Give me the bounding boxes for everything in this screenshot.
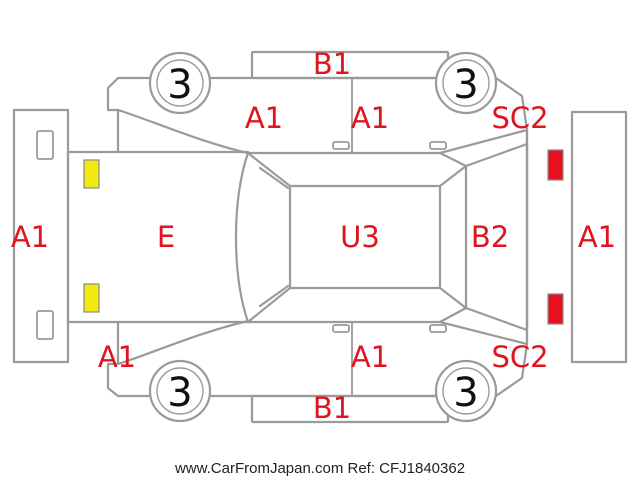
code-rear-quarter-bottom: SC2 [491, 340, 548, 374]
code-roof-rail-bottom: B1 [313, 391, 351, 425]
code-rear-window: B2 [471, 220, 509, 254]
rear-light-top [547, 149, 564, 181]
code-hood: E [157, 220, 175, 254]
code-front-door-top: A1 [245, 101, 283, 135]
tyre-front-right [148, 359, 212, 423]
tyre-rear-right [434, 359, 498, 423]
code-front-fender-bottom: A1 [98, 340, 136, 374]
tyre-front-right-value: 3 [167, 370, 192, 416]
code-rear-door-top: A1 [351, 101, 389, 135]
code-front-bumper: A1 [11, 220, 49, 254]
rear-bumper-panel [570, 110, 628, 364]
code-rear-bumper: A1 [578, 220, 616, 254]
code-roof: U3 [340, 220, 380, 254]
code-rear-quarter-top: SC2 [491, 101, 548, 135]
footer-credit: www.CarFromJapan.com Ref: CFJ1840362 [174, 460, 465, 477]
tyre-front-left [148, 51, 212, 115]
front-bumper-panel [12, 108, 70, 364]
tyre-front-left-value: 3 [167, 62, 192, 108]
tyre-rear-right-value: 3 [453, 370, 478, 416]
tyre-rear-left [434, 51, 498, 115]
front-light-bottom [83, 283, 100, 313]
rear-light-bottom [547, 293, 564, 325]
code-roof-rail-top: B1 [313, 47, 351, 81]
tyre-rear-left-value: 3 [453, 62, 478, 108]
front-light-top [83, 159, 100, 189]
car-body-outline [66, 76, 529, 398]
code-rear-door-bottom: A1 [351, 340, 389, 374]
